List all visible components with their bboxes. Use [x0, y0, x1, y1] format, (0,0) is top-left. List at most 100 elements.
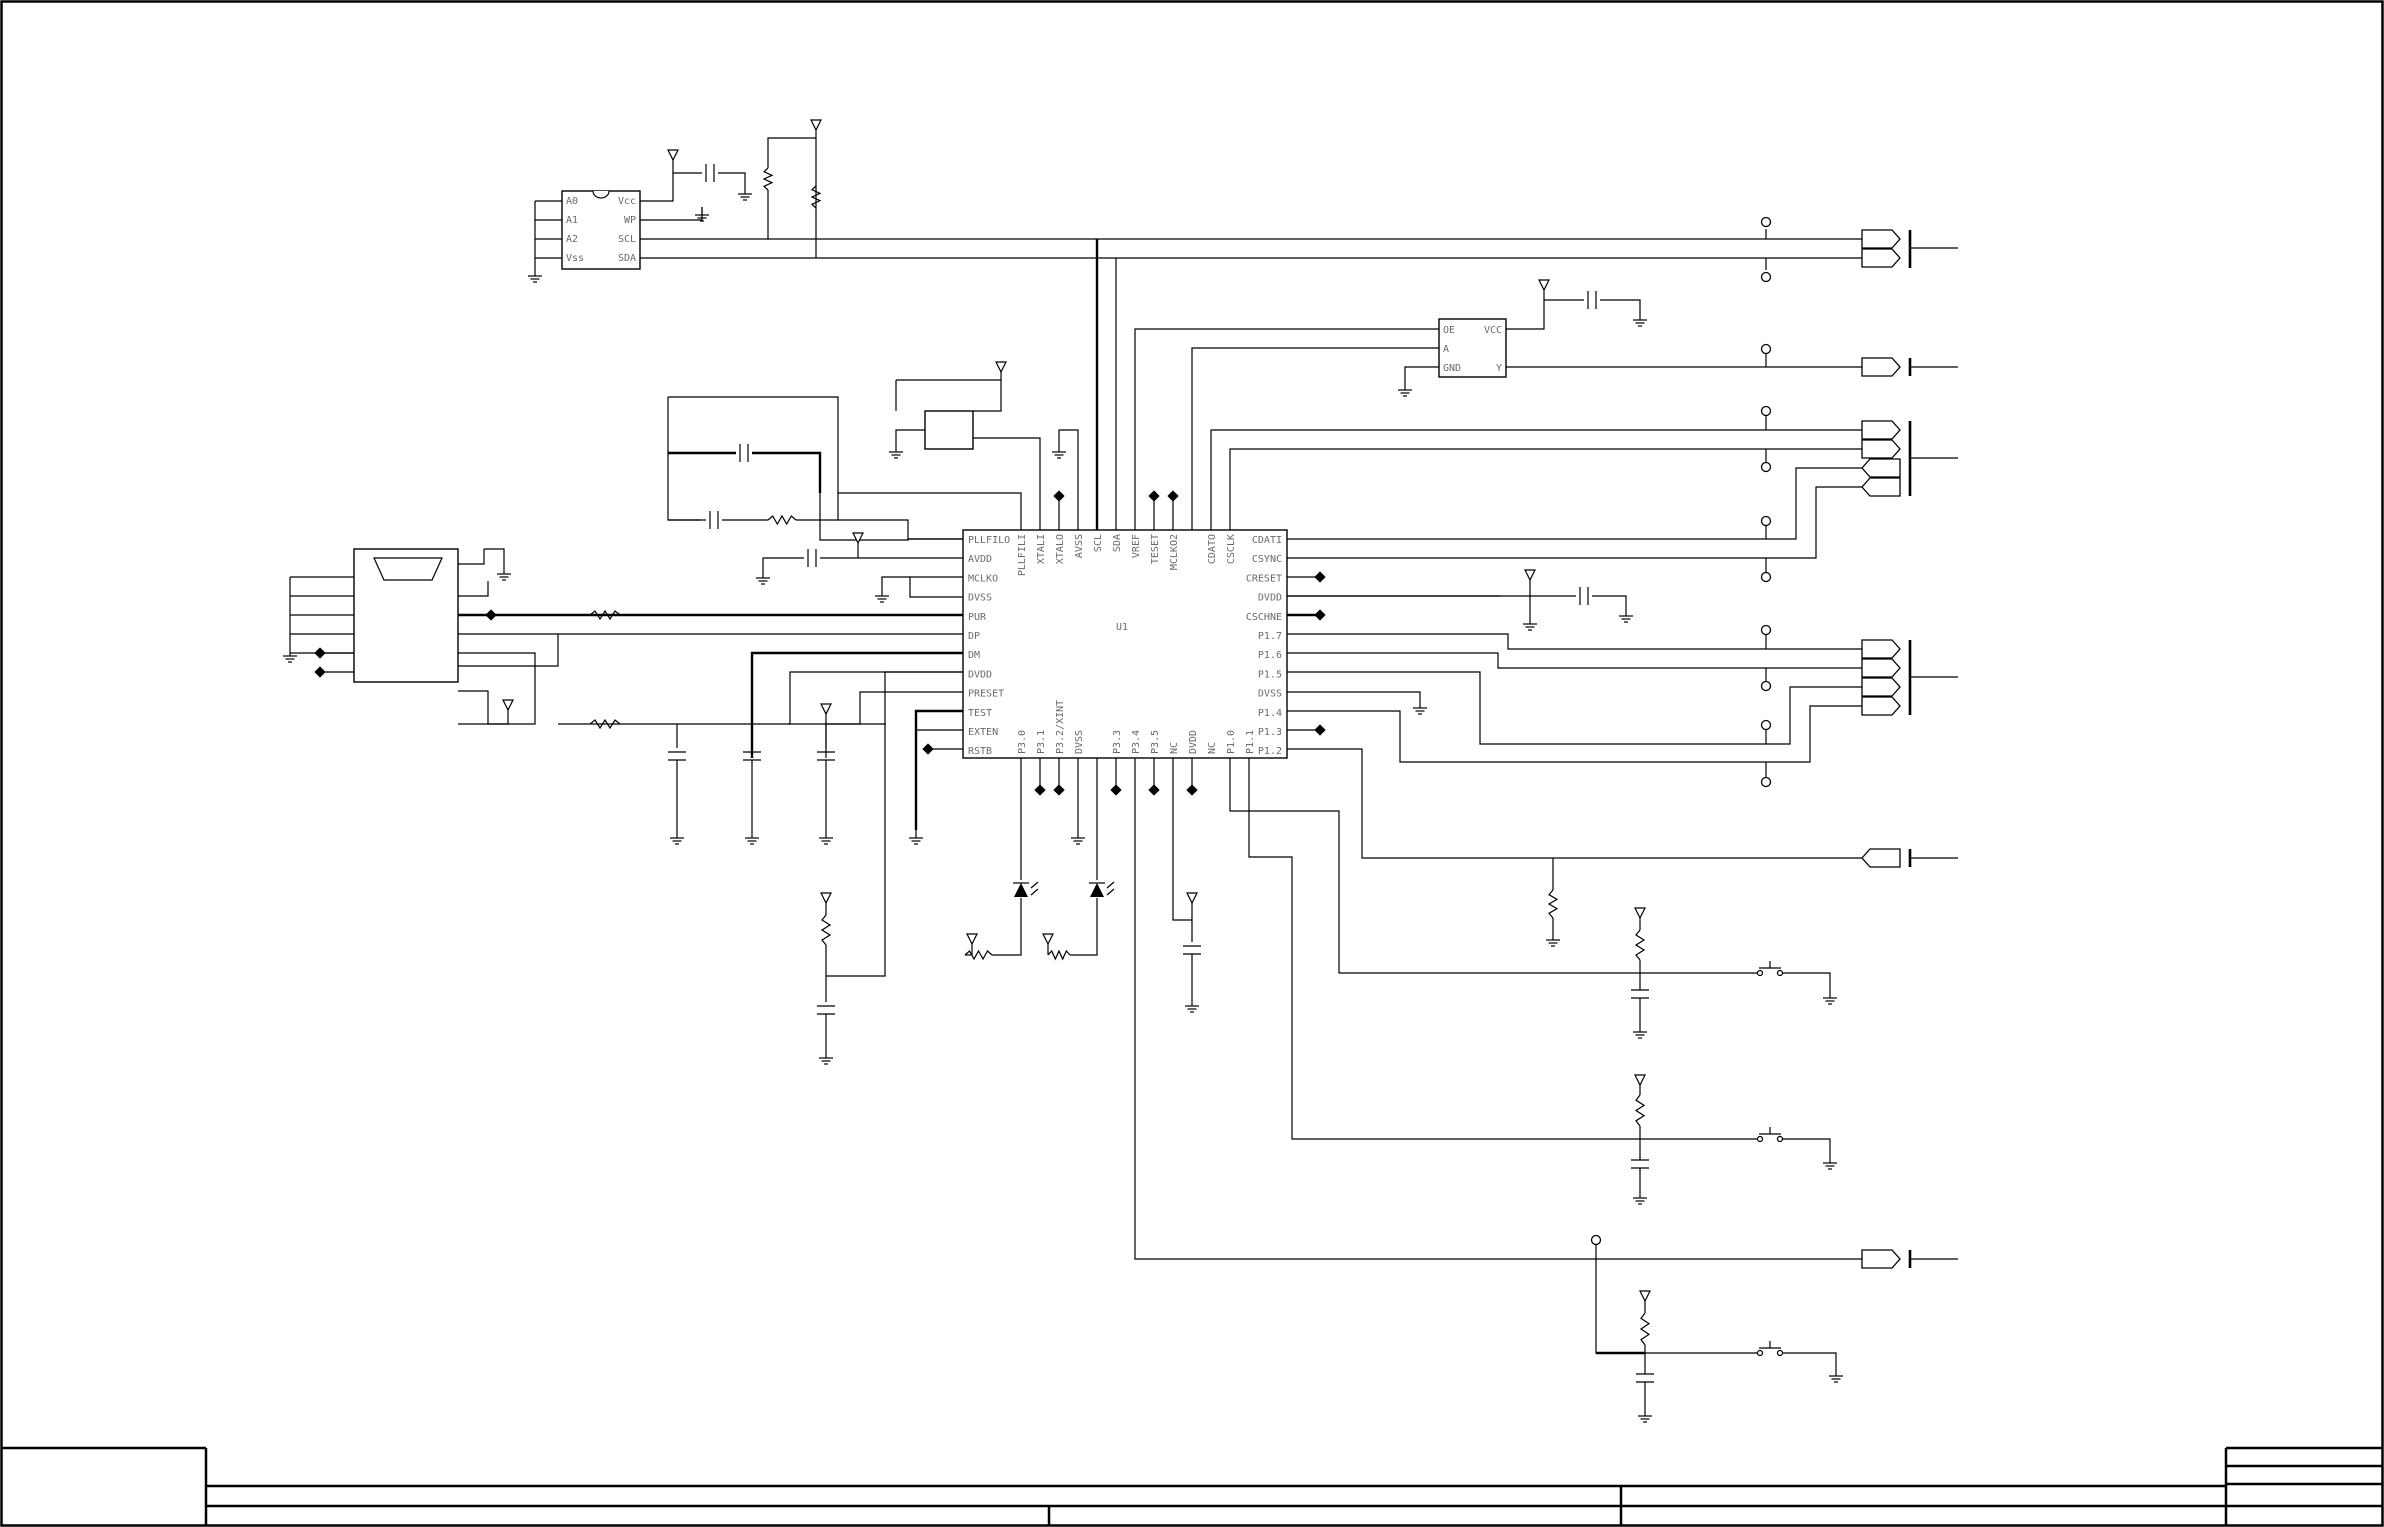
port-connector [1861, 848, 1901, 868]
eeprom-ic [561, 190, 641, 270]
wire [1600, 299, 1641, 312]
capacitor [705, 164, 715, 182]
power-symbol [852, 532, 864, 545]
push-button [1756, 961, 1784, 977]
u1-bottom-pin-label: DVSS [1074, 730, 1085, 754]
ground-symbol [819, 1050, 833, 1065]
port-connector [1861, 458, 1901, 478]
resistor [1639, 1312, 1651, 1346]
u1-top-pin-label: MCLKO2 [1169, 534, 1180, 570]
ground-symbol [1185, 998, 1199, 1013]
u1-top-pin-label: SCL [1093, 534, 1104, 552]
ground-symbol [695, 207, 709, 222]
ground-symbol [1071, 830, 1085, 845]
wire [1229, 448, 1862, 530]
capacitor [1579, 587, 1589, 605]
junction-dot [1148, 784, 1160, 796]
wire [458, 549, 485, 565]
ground-symbol [1823, 990, 1837, 1005]
ground-symbol [1523, 616, 1537, 631]
resistor [1634, 1094, 1646, 1127]
test-point [1760, 343, 1772, 355]
test-point [1760, 719, 1772, 731]
resistor [964, 949, 993, 961]
eeprom-pin-label: A0 [566, 196, 578, 207]
port-connector [1861, 439, 1901, 459]
power-symbol [995, 361, 1007, 374]
ground-symbol [1633, 1190, 1647, 1205]
ground-symbol [1413, 700, 1427, 715]
u1-right-pin-label: P1.4 [1258, 708, 1282, 719]
capacitor [668, 751, 686, 761]
u1-right-pin-label: DVDD [1258, 593, 1282, 604]
ground-symbol [1633, 1024, 1647, 1039]
ground-symbol [283, 648, 297, 663]
u1-top-pin-label: AVSS [1074, 534, 1085, 558]
capacitor [1636, 1373, 1654, 1383]
capacitor [807, 549, 817, 567]
u1-left-pin-label: DVDD [968, 669, 992, 680]
junction-dot [314, 666, 326, 678]
buffer-pin-label: A [1443, 344, 1449, 355]
u1-right-pin-label: CDATI [1252, 535, 1282, 546]
ground-symbol [756, 570, 770, 585]
wire [767, 137, 816, 168]
capacitor [709, 511, 719, 529]
ground-symbol [889, 444, 903, 459]
buffer-pin-label: VCC [1484, 325, 1502, 336]
ground-symbol [670, 830, 684, 845]
u1-top-pin-label: CDATO [1207, 534, 1218, 564]
test-point [1760, 405, 1772, 417]
u1-left-pin-label: MCLKO [968, 573, 998, 584]
u1-left-pin-label: PUR [968, 612, 987, 623]
junction-dot [1053, 490, 1065, 502]
u1-left-pin-label: DVSS [968, 593, 992, 604]
port-connector [1861, 658, 1901, 678]
eeprom-pin-label: WP [624, 215, 636, 226]
wire [1287, 633, 1862, 650]
junction-dot [1053, 784, 1065, 796]
test-point [1760, 776, 1772, 788]
ground-symbol [819, 830, 833, 845]
u1-top-pin-label: XTALO [1055, 534, 1066, 564]
wire [750, 651, 963, 758]
resistor [810, 185, 822, 209]
power-symbol [1639, 1290, 1651, 1303]
port-connector [1861, 248, 1901, 268]
u1-bottom-pin-label: P3.4 [1131, 730, 1142, 754]
junction-dot [1167, 490, 1179, 502]
test-point [1760, 461, 1772, 473]
u1-left-pin-label: TEST [968, 708, 992, 719]
resistor [589, 718, 621, 730]
wire [1287, 467, 1862, 540]
u1-reference: U1 [1116, 622, 1128, 633]
capacitor [817, 1005, 835, 1015]
usb-connector [353, 548, 459, 683]
wire [458, 690, 509, 725]
wire [826, 671, 963, 977]
u1-left-pin-label: AVDD [968, 554, 992, 565]
led [1089, 881, 1115, 897]
resistor [762, 167, 774, 191]
u1-bottom-pin-label: P3.3 [1112, 730, 1123, 754]
u1-right-pin-label: P1.2 [1258, 746, 1282, 757]
ground-symbol [497, 566, 511, 581]
eeprom-pin-label: A2 [566, 234, 578, 245]
wire [484, 548, 505, 566]
ground-symbol [1398, 382, 1412, 397]
eeprom-pin-label: SDA [618, 253, 636, 264]
wire [992, 898, 1022, 956]
ground-symbol [1619, 608, 1633, 623]
u1-left-pin-label: DP [968, 631, 980, 642]
wire [909, 576, 963, 598]
junction-dot [1314, 609, 1326, 621]
ground-symbol [875, 588, 889, 603]
wire [914, 709, 963, 830]
push-button [1756, 1341, 1784, 1357]
resistor [1547, 889, 1559, 919]
